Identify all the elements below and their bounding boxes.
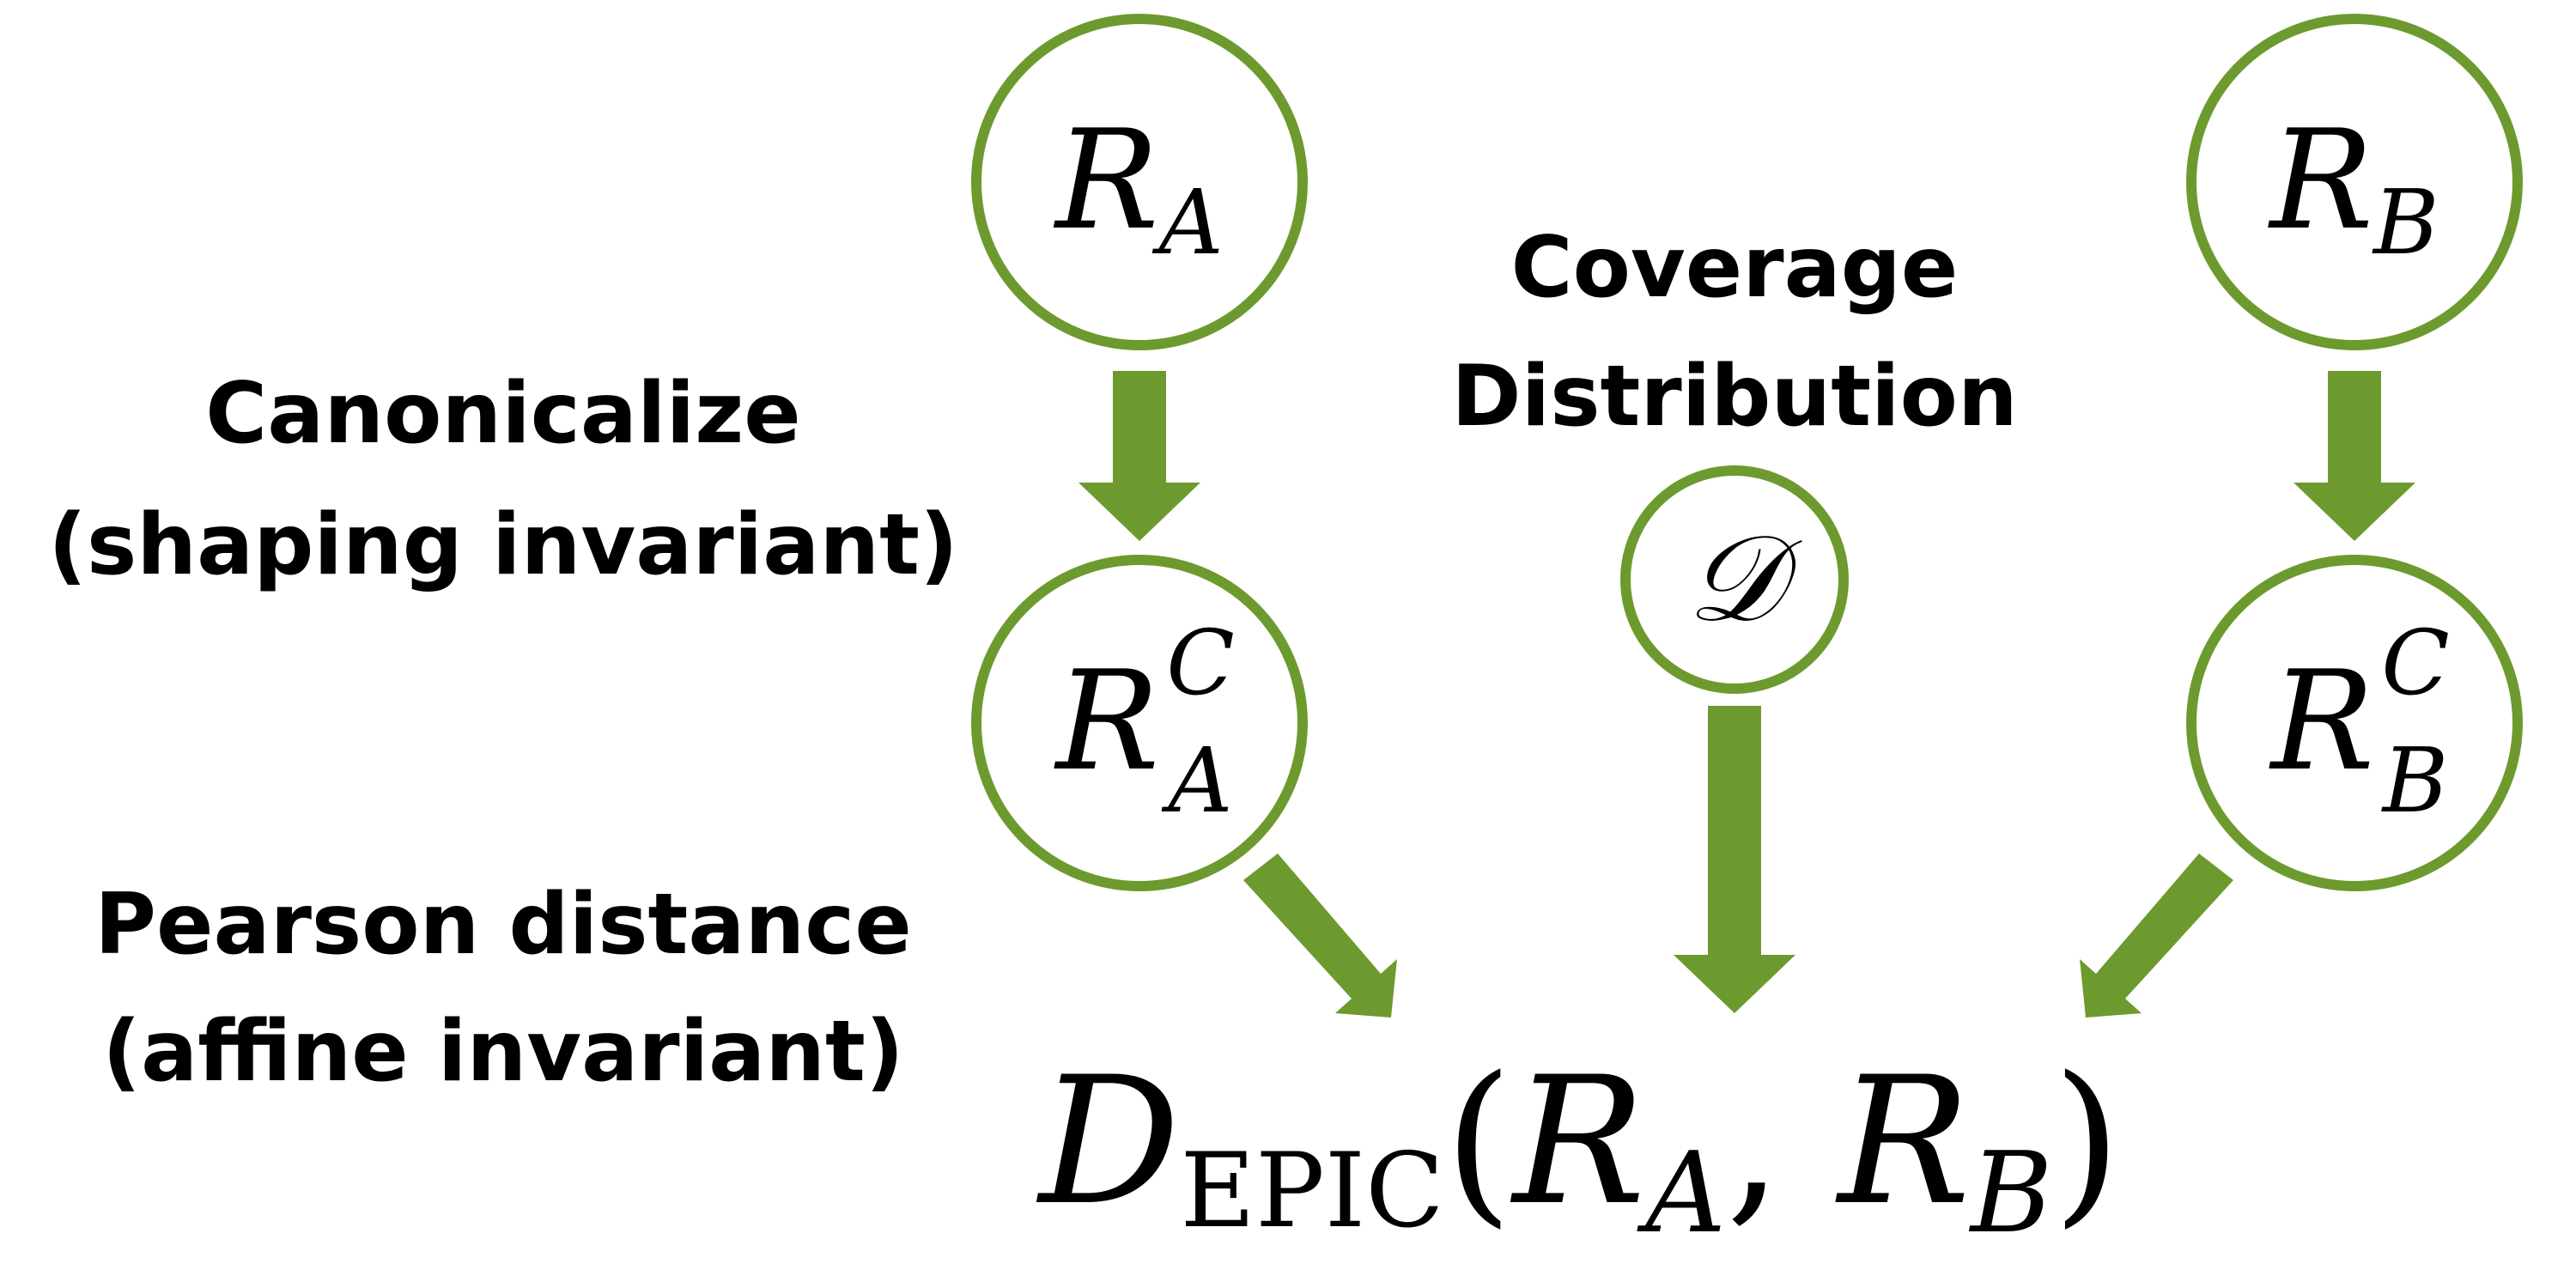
label-affine-invariant: (affine invariant) bbox=[102, 1003, 903, 1101]
result-formula: DEPIC(RA, RB) bbox=[1036, 1040, 2121, 1258]
result-rb-main: R bbox=[1835, 1040, 1971, 1244]
arrow-distribution-to-result bbox=[1674, 706, 1795, 1013]
result-ra-sub: A bbox=[1637, 1127, 1726, 1258]
result-open-paren: ( bbox=[1444, 1040, 1513, 1244]
result-ra-main: R bbox=[1510, 1040, 1645, 1244]
node-rbc-sub: B bbox=[2381, 728, 2448, 833]
arrow-rbc-to-result bbox=[2080, 854, 2233, 1018]
result-comma: , bbox=[1726, 1040, 1782, 1244]
result-rb-sub: B bbox=[1969, 1127, 2053, 1258]
arrow-rac-to-result bbox=[1243, 854, 1397, 1018]
label-canonicalize: Canonicalize bbox=[205, 365, 800, 463]
label-coverage: Coverage bbox=[1511, 219, 1959, 317]
result-epic: EPIC bbox=[1180, 1132, 1444, 1251]
label-pearson-distance: Pearson distance bbox=[94, 876, 912, 974]
node-rac-sup: C bbox=[1166, 611, 1235, 715]
arrow-rb-to-rbc bbox=[2293, 371, 2415, 541]
node-rac-main: R bbox=[1054, 641, 1159, 801]
result-d: D bbox=[1036, 1040, 1180, 1244]
node-rb-circle bbox=[2186, 14, 2523, 350]
node-rbc-circle bbox=[2186, 555, 2523, 891]
node-rb-label: RB bbox=[2268, 100, 2439, 275]
node-ra-circle bbox=[971, 14, 1308, 350]
result-close-paren: ) bbox=[2052, 1040, 2121, 1244]
label-distribution: Distribution bbox=[1451, 348, 2018, 446]
node-rac-circle bbox=[971, 555, 1308, 891]
node-ra-label: RA bbox=[1053, 100, 1224, 275]
node-rac-sub: A bbox=[1161, 728, 1232, 833]
label-shaping-invariant: (shaping invariant) bbox=[48, 496, 958, 594]
node-distribution-circle bbox=[1620, 465, 1849, 694]
arrow-ra-to-rac bbox=[1078, 371, 1200, 541]
node-rbc-main: R bbox=[2269, 641, 2374, 801]
node-rbc-sup: C bbox=[2381, 611, 2450, 715]
